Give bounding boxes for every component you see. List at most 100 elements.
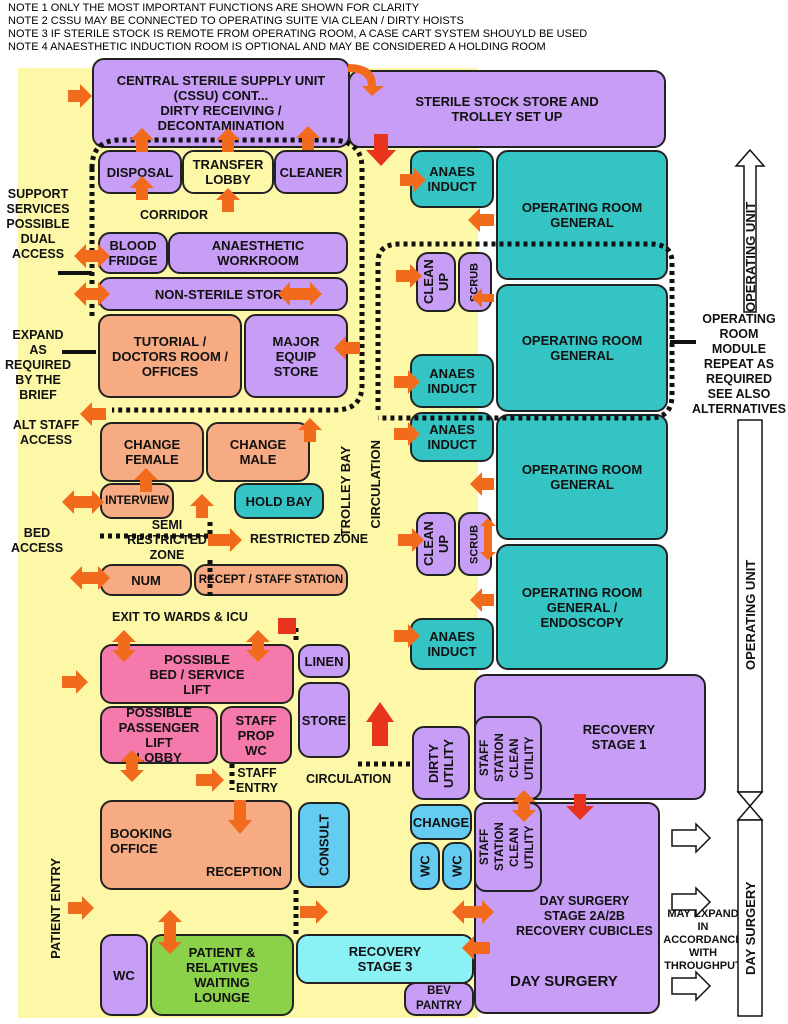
label-operating-unit: OPERATING UNIT [743, 560, 758, 670]
arrow-staff-entry [196, 768, 224, 792]
arrow-non-sterile-right [278, 282, 322, 306]
arrow-or4-out [470, 588, 494, 612]
side-bars: OPERATING UNIT OPERATING UNIT DAY SURGER… [58, 148, 766, 1017]
red-arrow-store-up [366, 702, 394, 746]
room-hold-bay: HOLD BAY [234, 483, 324, 519]
room-day-surgery: DAY SURGERY [510, 973, 618, 990]
label-staff-entry: STAFF ENTRY [236, 766, 278, 795]
red-arrow-recovery-down [566, 794, 594, 820]
label-bed-access: BED ACCESS [10, 526, 64, 555]
room-booking-office: BOOKING OFFICE [110, 826, 173, 856]
room-passenger-lift-lobby: POSSIBLE PASSENGER LIFT LOBBY [100, 705, 218, 765]
arrow-interview [62, 490, 104, 514]
arrow-blood-fridge [74, 244, 110, 268]
arrow-change-male-up [298, 418, 322, 442]
room-change-male: CHANGE MALE [206, 422, 310, 482]
note-1: NOTE 1 ONLY THE MOST IMPORTANT FUNCTIONS… [8, 2, 420, 14]
expansion-arrows [671, 822, 712, 1002]
arrow-or1-out [468, 208, 494, 232]
note-4: NOTE 4 ANAESTHETIC INDUCTION ROOM IS OPT… [8, 41, 546, 53]
label-exit-to-wards: EXIT TO WARDS & ICU [112, 610, 248, 624]
arrow-exit-right [246, 630, 270, 662]
arrow-non-sterile-left [74, 282, 110, 306]
arrow-cleaner-up [296, 126, 320, 150]
arrow-cssu-to-sterile [348, 64, 384, 96]
note-2: NOTE 2 CSSU MAY BE CONNECTED TO OPERATIN… [8, 15, 464, 27]
arrow-scrub-2 [480, 518, 496, 560]
expand-arrow-3 [671, 970, 712, 1002]
arrow-exit-left [112, 630, 136, 662]
label-expand: EXPAND AS REQUIRED BY THE BRIEF [5, 328, 71, 402]
expand-arrow-2 [671, 886, 712, 918]
arrow-staff-station [512, 790, 536, 822]
room-tutorial: TUTORIAL / DOCTORS ROOM / OFFICES [98, 314, 242, 398]
arrow-waiting [158, 910, 182, 954]
label-or-module: OPERATING ROOM MODULE REPEAT AS REQUIRED… [692, 312, 786, 416]
room-recept-staff-station: RECEPT / STAFF STATION [194, 564, 348, 596]
room-reception: RECEPTION [206, 864, 282, 879]
arrow-induct-2 [394, 370, 420, 394]
arrow-patient-in [68, 896, 94, 920]
label-alt-staff-access: ALT STAFF ACCESS [12, 418, 80, 447]
label-circulation-horizontal: CIRCULATION [306, 772, 392, 786]
expand-arrow-1 [671, 822, 712, 854]
zone-boundaries [89, 137, 675, 934]
arrow-passenger-lift [120, 750, 144, 782]
arrow-recovery-3-in [462, 936, 490, 960]
arrow-interview-up [134, 468, 158, 492]
bar-operating-unit [737, 419, 763, 793]
room-change-female: CHANGE FEMALE [100, 422, 204, 482]
arrow-cleanup-2 [398, 528, 424, 552]
room-waiting-lounge: PATIENT & RELATIVES WAITING LOUNGE [150, 934, 294, 1016]
room-num: NUM [100, 564, 192, 596]
red-arrow-sterile-down [366, 134, 396, 166]
bar-divider-top [736, 791, 764, 808]
room-linen: LINEN [298, 644, 350, 678]
room-non-sterile-store: NON-STERILE STORE [98, 277, 348, 311]
label-operating-unit-top: OPERATING UNIT [743, 202, 758, 312]
boundary-or-module [375, 241, 675, 421]
arrow-transfer-up-2 [216, 188, 240, 212]
room-blood-fridge: BLOOD FRIDGE [98, 232, 168, 274]
room-disposal: DISPOSAL [98, 150, 182, 194]
label-day-surgery-side: DAY SURGERY [743, 881, 758, 975]
arrow-induct-4 [394, 624, 420, 648]
arrow-restricted [208, 528, 242, 552]
arrow-num [70, 566, 110, 590]
room-anaes-induct-4: ANAES INDUCT [410, 618, 494, 670]
room-operating-4: OPERATING ROOM GENERAL / ENDOSCOPY [496, 544, 668, 670]
room-reception-area: BOOKING OFFICE RECEPTION [100, 800, 292, 890]
room-store: STORE [298, 682, 350, 758]
arrow-cleanup-1 [396, 264, 422, 288]
red-marker-exit [278, 618, 296, 634]
arrow-induct-1 [400, 168, 426, 192]
arrow-day-surgery [452, 900, 494, 924]
arrow-induct-3 [394, 422, 420, 446]
room-recovery-3: RECOVERY STAGE 3 [296, 934, 474, 984]
room-anaes-induct-2: ANAES INDUCT [410, 354, 494, 408]
arrow-major-equip [334, 336, 360, 360]
label-may-expand: MAY EXPAND IN ACCORDANCE WITH THROUGHPUT [663, 908, 743, 972]
arrow-disposal-up-2 [130, 176, 154, 200]
arrow-disposal-up [130, 128, 154, 152]
arrow-change-up [190, 494, 214, 518]
arrow-or2-scrub [472, 288, 494, 308]
bar-operating-unit-top [734, 148, 766, 313]
arrow-alt-staff [80, 402, 106, 426]
room-day-surgery-stage-2: DAY SURGERY STAGE 2A/2B RECOVERY CUBICLE… [516, 894, 653, 938]
boundary-restricted-core [89, 137, 365, 413]
red-arrows [278, 64, 594, 820]
bar-divider-bottom [736, 804, 764, 821]
bar-day-surgery [737, 819, 763, 1017]
room-operating-3: OPERATING ROOM GENERAL [496, 414, 668, 540]
arrow-recovery-3 [300, 900, 328, 924]
room-bev-pantry: BEV PANTRY [404, 982, 474, 1016]
note-3: NOTE 3 IF STERILE STOCK IS REMOTE FROM O… [8, 28, 588, 40]
arrow-lift-in [62, 670, 88, 694]
label-corridor: CORRIDOR [140, 208, 209, 222]
room-change-day-surgery: CHANGE [410, 804, 472, 840]
room-interview: INTERVIEW [100, 483, 174, 519]
room-operating-1: OPERATING ROOM GENERAL [496, 150, 668, 280]
